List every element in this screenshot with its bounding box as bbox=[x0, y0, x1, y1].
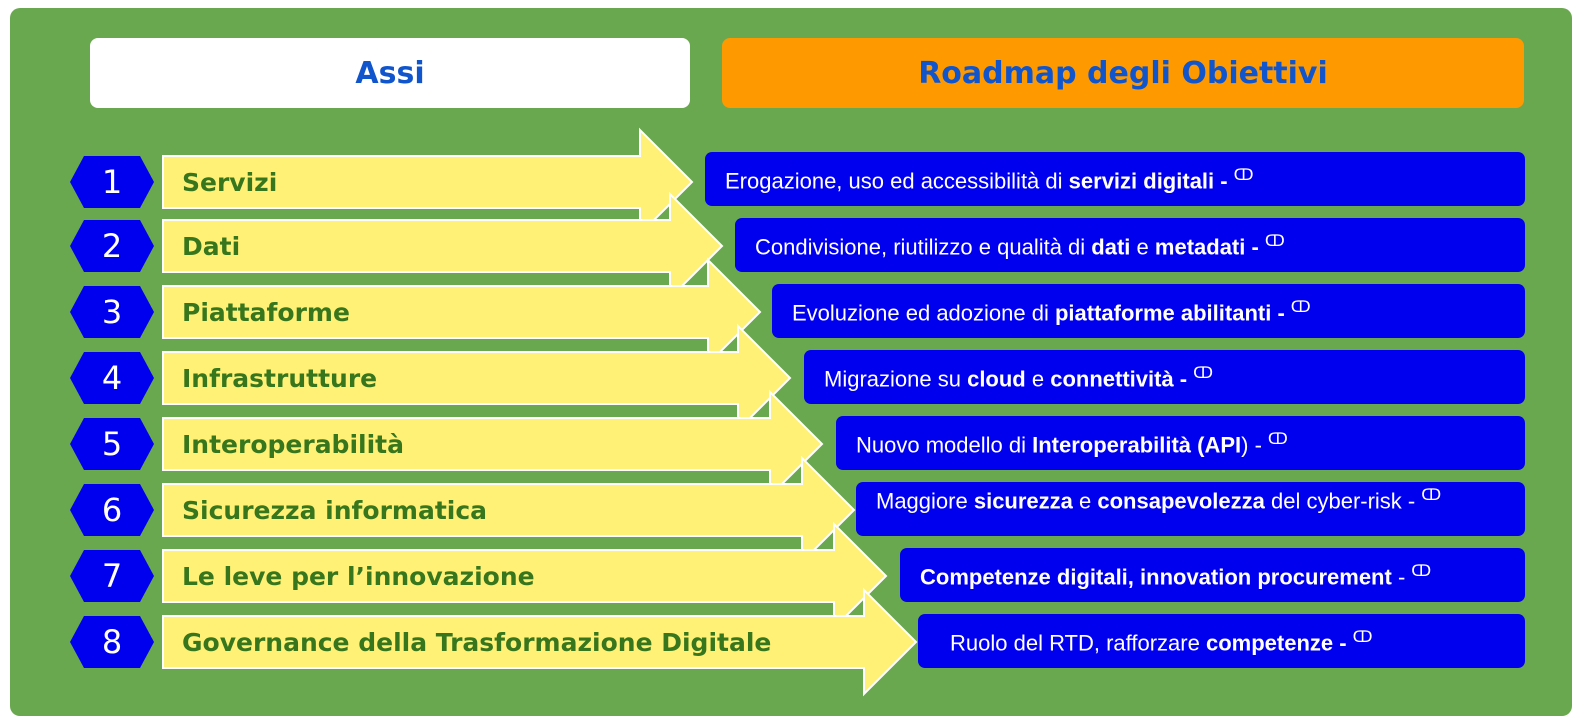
axis-number-1: 1 bbox=[70, 156, 154, 208]
arrow-5 bbox=[162, 389, 824, 499]
axis-label-6: Sicurezza informatica bbox=[182, 495, 488, 525]
link-icon: ↀ bbox=[1411, 563, 1432, 581]
objective-1-text: Erogazione, uso ed accessibilità di serv… bbox=[725, 167, 1254, 194]
axis-number-3-text: 3 bbox=[101, 293, 123, 331]
objective-6-text: Maggiore sicurezza e consapevolezza del … bbox=[876, 487, 1442, 514]
objective-3-text: Evoluzione ed adozione di piattaforme ab… bbox=[792, 299, 1311, 326]
axis-label-3: Piattaforme bbox=[182, 297, 350, 327]
link-icon: ↀ bbox=[1193, 365, 1214, 383]
header-assi-label: Assi bbox=[355, 55, 425, 91]
axis-number-4: 4 bbox=[70, 352, 154, 404]
arrow-7 bbox=[162, 521, 888, 631]
arrow-3 bbox=[162, 257, 762, 367]
link-icon: ↀ bbox=[1421, 487, 1442, 504]
axis-number-5: 5 bbox=[70, 418, 154, 470]
objective-7: Competenze digitali, innovation procurem… bbox=[900, 548, 1525, 602]
axis-number-7-text: 7 bbox=[101, 557, 123, 595]
arrow-6 bbox=[162, 455, 856, 565]
link-icon: ↀ bbox=[1267, 431, 1288, 449]
axis-number-8: 8 bbox=[70, 616, 154, 668]
objective-4: Migrazione su cloud e connettività -ↀ bbox=[804, 350, 1525, 404]
header-roadmap: Roadmap degli Obiettivi bbox=[722, 38, 1524, 108]
axis-number-3: 3 bbox=[70, 286, 154, 338]
header-roadmap-label: Roadmap degli Obiettivi bbox=[918, 55, 1328, 91]
link-icon: ↀ bbox=[1290, 299, 1311, 317]
axis-label-7: Le leve per l’innovazione bbox=[182, 561, 535, 591]
axis-number-8-text: 8 bbox=[101, 623, 123, 661]
objective-4-text: Migrazione su cloud e connettività -ↀ bbox=[824, 365, 1214, 392]
arrow-8 bbox=[162, 587, 918, 697]
objective-8-text: Ruolo del RTD, rafforzare competenze -ↀ bbox=[950, 629, 1373, 656]
axis-number-4-text: 4 bbox=[101, 359, 123, 397]
axis-number-6-text: 6 bbox=[101, 491, 123, 529]
axis-number-2-text: 2 bbox=[101, 227, 123, 265]
link-icon: ↀ bbox=[1264, 233, 1285, 251]
objective-3: Evoluzione ed adozione di piattaforme ab… bbox=[772, 284, 1525, 338]
objective-6: Maggiore sicurezza e consapevolezza del … bbox=[856, 482, 1525, 536]
objective-5: Nuovo modello di Interoperabilità (API) … bbox=[836, 416, 1525, 470]
axis-number-2: 2 bbox=[70, 220, 154, 272]
axis-number-5-text: 5 bbox=[101, 425, 123, 463]
objective-5-text: Nuovo modello di Interoperabilità (API) … bbox=[856, 431, 1288, 458]
arrow-2 bbox=[162, 191, 724, 301]
header-assi: Assi bbox=[90, 38, 690, 108]
objective-8: Ruolo del RTD, rafforzare competenze -ↀ bbox=[918, 614, 1525, 668]
link-icon: ↀ bbox=[1352, 629, 1373, 647]
axis-number-7: 7 bbox=[70, 550, 154, 602]
arrow-1 bbox=[162, 127, 694, 237]
axis-label-4: Infrastrutture bbox=[182, 363, 378, 393]
arrow-4 bbox=[162, 323, 792, 433]
link-icon: ↀ bbox=[1233, 167, 1254, 185]
axis-label-1: Servizi bbox=[182, 167, 278, 197]
objective-2-text: Condivisione, riutilizzo e qualità di da… bbox=[755, 233, 1285, 260]
axis-label-5: Interoperabilità bbox=[182, 429, 404, 459]
objective-2: Condivisione, riutilizzo e qualità di da… bbox=[735, 218, 1525, 272]
objective-7-text: Competenze digitali, innovation procurem… bbox=[920, 563, 1432, 590]
objective-1: Erogazione, uso ed accessibilità di serv… bbox=[705, 152, 1525, 206]
axis-number-1-text: 1 bbox=[101, 163, 123, 201]
axis-number-6: 6 bbox=[70, 484, 154, 536]
axis-label-8: Governance della Trasformazione Digitale bbox=[182, 627, 772, 657]
axis-label-2: Dati bbox=[182, 231, 241, 261]
